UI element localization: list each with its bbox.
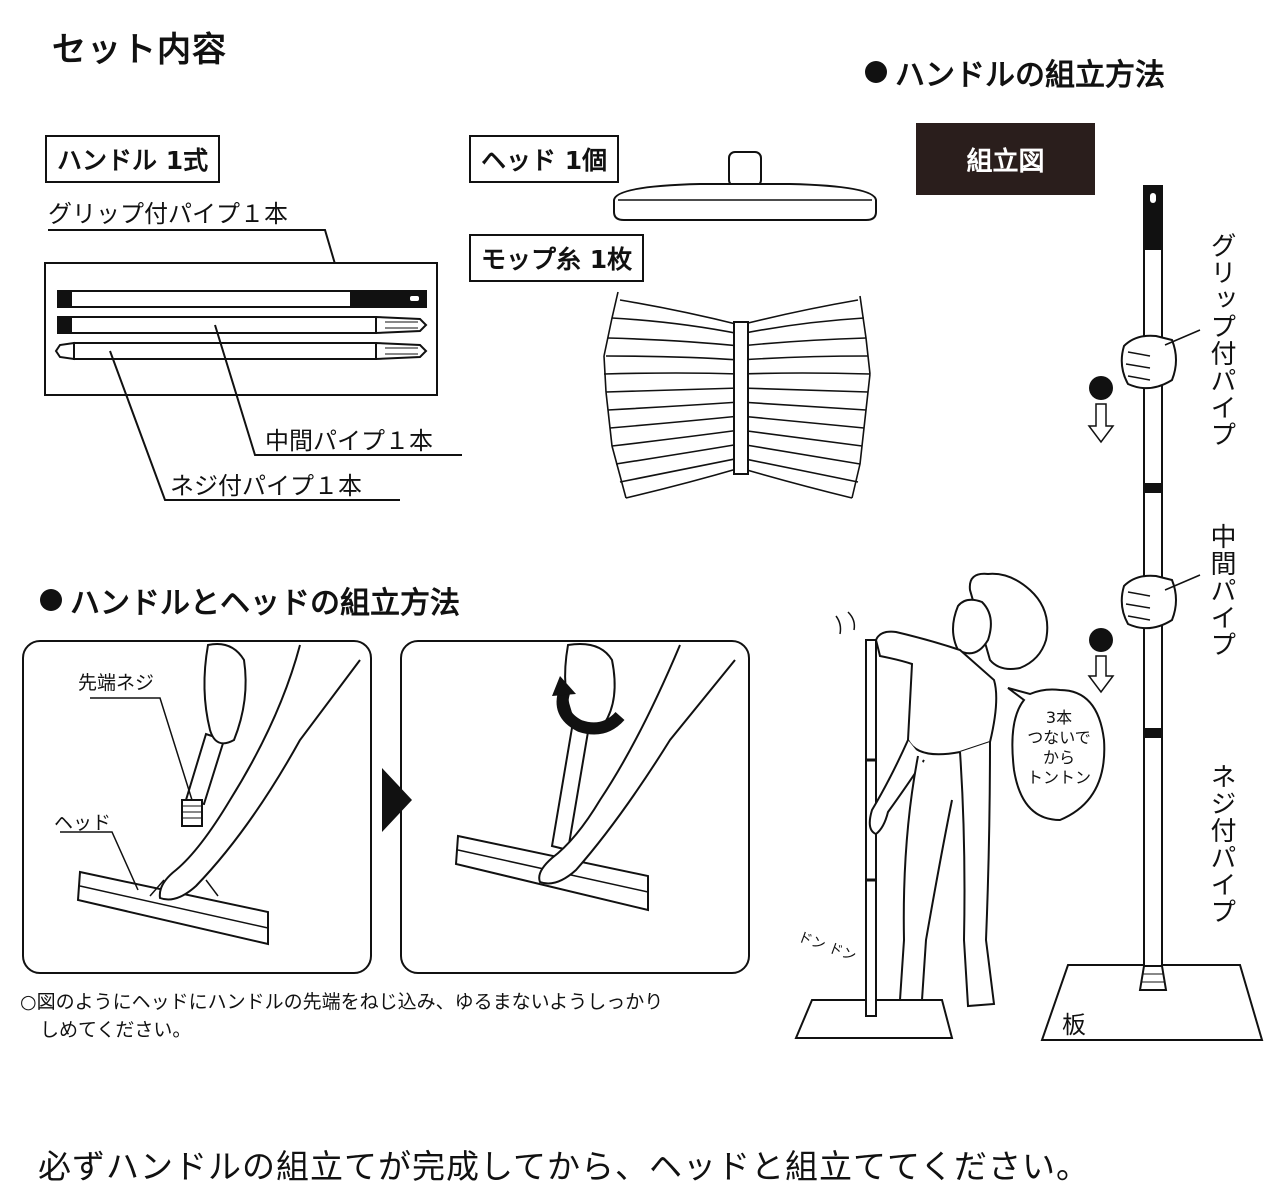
bullet-icon — [865, 61, 887, 83]
bullet-icon — [40, 589, 62, 611]
speech-line-4: トントン — [1026, 768, 1091, 787]
speech-line-3: から — [1042, 748, 1075, 767]
footer-warning: 必ずハンドルの組立てが完成してから、ヘッドと組立ててください。 — [38, 1147, 1091, 1186]
head-assembly-title-row: ハンドルとヘッドの組立方法 — [40, 578, 460, 622]
mop-set-label: モップ糸 1枚 — [469, 234, 645, 282]
set-contents-title: セット内容 — [52, 30, 227, 70]
handle-set-label: ハンドル 1式 — [45, 135, 221, 183]
head-assembly-title: ハンドルとヘッドの組立方法 — [70, 586, 460, 621]
screw-pipe-vertical-label: ネジ付パイプ — [1206, 763, 1236, 925]
handle-assembly-title: ハンドルの組立方法 — [895, 58, 1165, 93]
board-label: 板 — [1062, 1011, 1086, 1039]
tip-screw-label: 先端ネジ — [78, 672, 155, 694]
speech-line-1: 3本 — [1045, 708, 1073, 727]
grip-pipe-vertical-label: グリップ付パイプ — [1206, 232, 1236, 448]
handle-assembly-title-row: ハンドルの組立方法 — [865, 50, 1165, 94]
head-part-label: ヘッド — [54, 812, 112, 834]
grip-pipe-label: グリップ付パイプ１本 — [48, 200, 288, 228]
middle-pipe-label: 中間パイプ１本 — [265, 427, 433, 455]
assembly-diagram-label: 組立図 — [916, 123, 1095, 195]
screw-pipe-label: ネジ付パイプ１本 — [170, 472, 362, 500]
note-line-1: ○図のようにヘッドにハンドルの先端をねじ込み、ゆるまないようしっかり — [20, 991, 664, 1013]
note-line-2: しめてください。 — [40, 1019, 192, 1041]
head-assembly-note: ○図のようにヘッドにハンドルの先端をねじ込み、ゆるまないようしっかり しめてくだ… — [20, 988, 760, 1044]
head-set-label: ヘッド 1個 — [469, 135, 620, 183]
speech-bubble-text: 3本 つないで から トントン — [1018, 708, 1100, 788]
middle-pipe-vertical-label: 中間パイプ — [1206, 523, 1236, 658]
speech-line-2: つないで — [1027, 728, 1091, 747]
